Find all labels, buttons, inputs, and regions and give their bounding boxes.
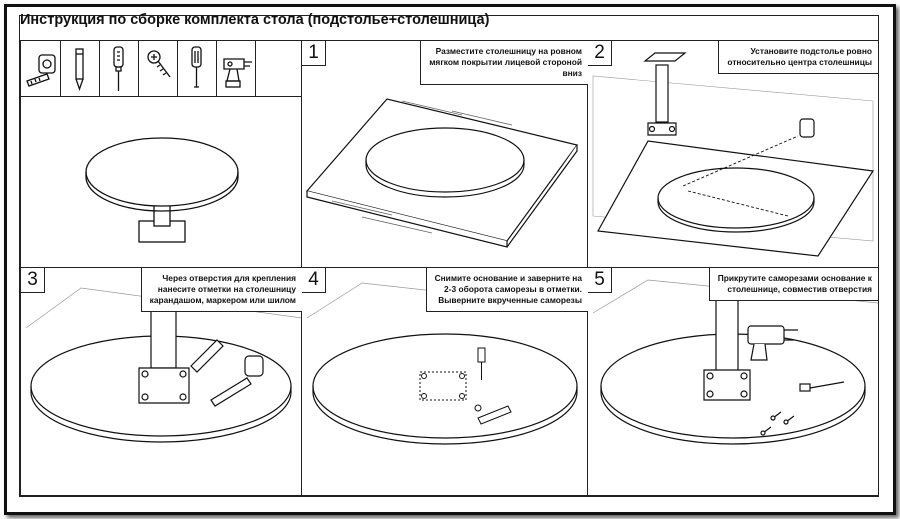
step-2-number: 2	[588, 41, 612, 66]
step-5-panel: 5 Прикрутите саморезами основание к стол…	[587, 267, 879, 496]
overview-panel	[20, 40, 303, 269]
step-3-illustration	[25, 287, 302, 443]
step-3-caption: Через отверстия для крепления нанесите о…	[140, 268, 302, 312]
step-4-panel: 4 Снимите основание и заверните на 2-3 о…	[301, 267, 589, 496]
tools-row	[21, 41, 302, 97]
screw-icon	[138, 41, 178, 96]
step-1-panel: 1 Разместите столешницу на ровном мягком…	[301, 40, 589, 269]
step-1-caption: Разместите столешницу на ровном мягком п…	[420, 41, 588, 85]
step-3-number: 3	[21, 268, 45, 293]
instruction-grid: 1 Разместите столешницу на ровном мягком…	[20, 40, 879, 496]
step-1-number: 1	[302, 41, 326, 66]
step-3-panel: 3 Через отверстия для крепления нанесите…	[20, 267, 303, 496]
step-5-number: 5	[588, 268, 612, 293]
tape-measure-icon	[21, 41, 61, 96]
pencil-icon	[60, 41, 100, 96]
step-4-caption: Снимите основание и заверните на 2-3 обо…	[425, 268, 588, 312]
step-1-illustration	[305, 98, 579, 248]
drill-icon	[216, 41, 256, 96]
awl-icon	[99, 41, 139, 96]
step-5-caption: Прикрутите саморезами основание к столеш…	[708, 268, 878, 301]
step-4-number: 4	[302, 268, 326, 293]
step-2-panel: 2 Установите подстолье ровно относительн…	[587, 40, 879, 269]
page-title: Инструкция по сборке комплекта стола (по…	[20, 12, 490, 28]
step-5-illustration	[592, 279, 878, 445]
step-2-caption: Установите подстолье ровно относительно …	[718, 41, 878, 74]
step-2-illustration	[592, 52, 875, 257]
assembled-table-illustration	[85, 137, 239, 243]
screwdriver-icon	[177, 41, 217, 96]
